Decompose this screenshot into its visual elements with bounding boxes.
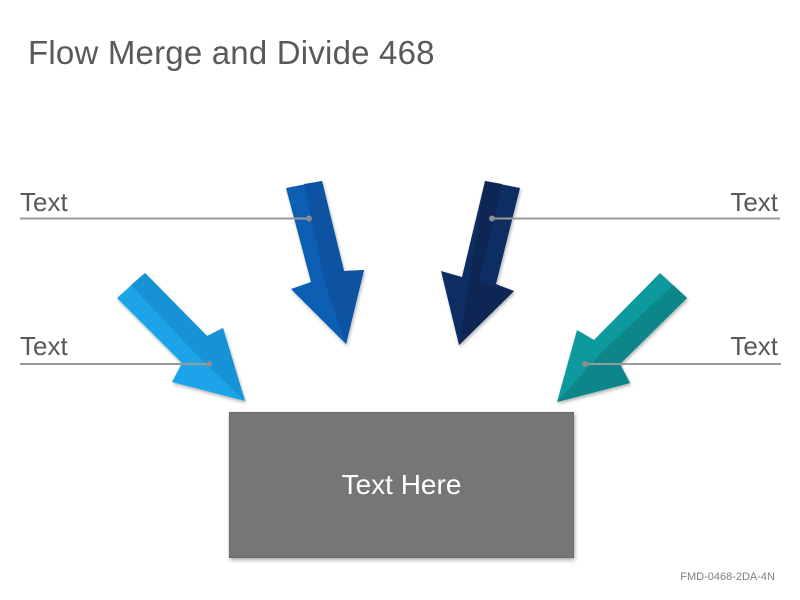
footer-code: FMD-0468-2DA-4N <box>680 571 775 583</box>
arrow-mid-blue <box>286 181 364 344</box>
label-top-left: Text <box>20 187 68 217</box>
merge-target-box: Text Here <box>229 412 574 558</box>
arrow-light-blue <box>117 273 245 401</box>
arrow-navy <box>441 181 520 345</box>
connector-bottom-right <box>582 361 781 367</box>
label-bottom-left: Text <box>20 331 68 361</box>
connector-top-left <box>20 215 312 222</box>
connector-top-right <box>489 215 780 222</box>
page-title: Flow Merge and Divide 468 <box>28 34 435 71</box>
merge-target-text: Text Here <box>341 469 462 500</box>
arrow-teal <box>557 273 687 402</box>
label-bottom-right: Text <box>730 331 778 361</box>
label-top-right: Text <box>730 187 778 217</box>
connector-bottom-left <box>20 361 212 367</box>
